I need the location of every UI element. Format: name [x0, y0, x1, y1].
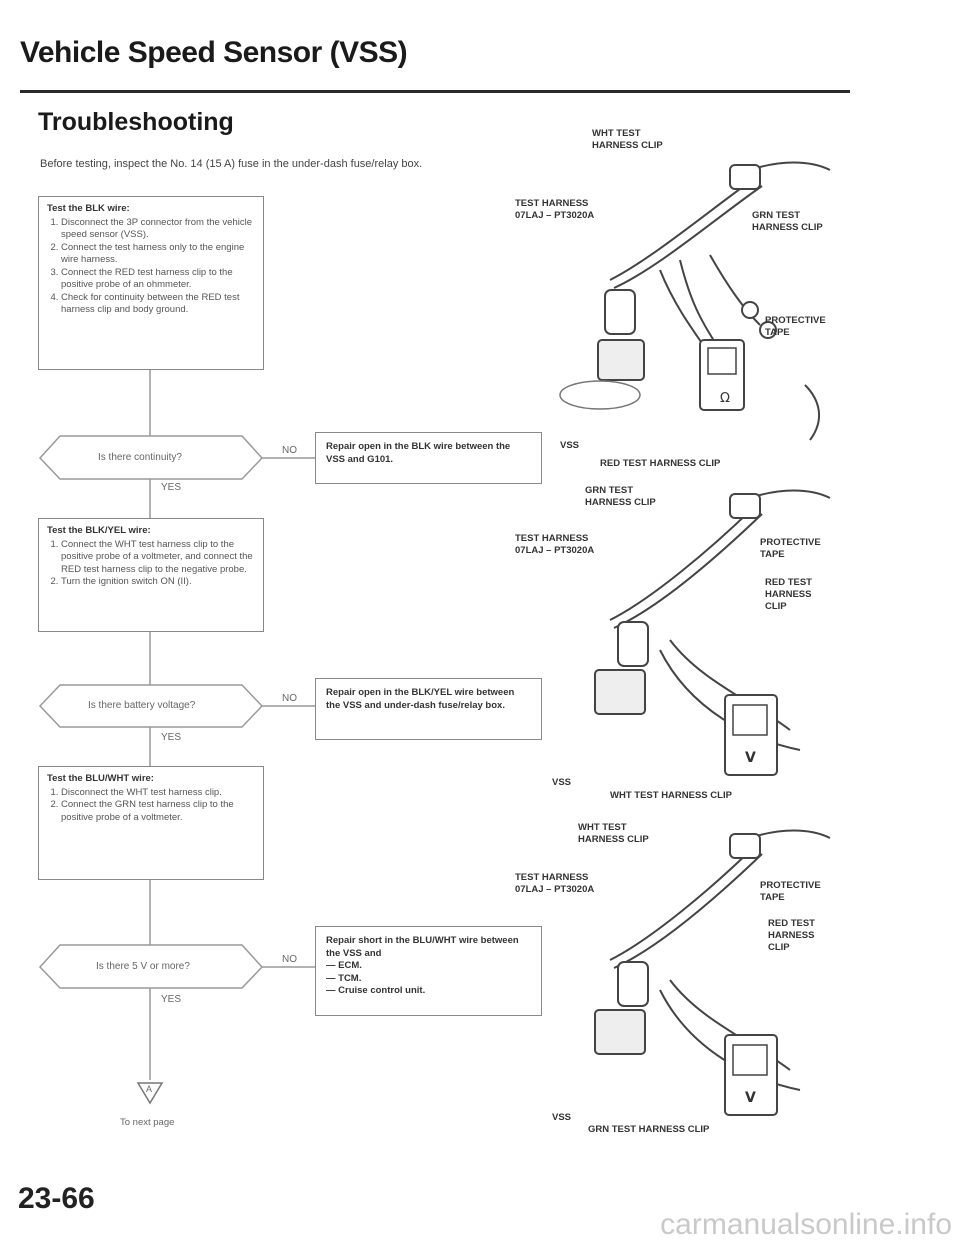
step-item: Turn the ignition switch ON (II). [61, 576, 255, 589]
repair-item: — Cruise control unit. [326, 985, 426, 996]
off-page-connector-label: A [146, 1084, 153, 1094]
figure-continuity-test: Ω [559, 161, 831, 441]
figure-label: RED TEST HARNESS CLIP [768, 918, 815, 953]
figure-label: GRN TEST HARNESS CLIP [585, 485, 656, 508]
svg-text:Ω: Ω [720, 391, 730, 406]
figure-label: GRN TEST HARNESS CLIP [588, 1124, 710, 1135]
repair-text: Repair open in the BLK wire between the … [326, 441, 511, 465]
figure-label: VSS [552, 1112, 572, 1123]
flowchart-lines [38, 370, 315, 1105]
step-item: Connect the WHT test harness clip to the… [61, 539, 255, 577]
figure-label: WHT TEST HARNESS CLIP [578, 822, 649, 845]
figure-label: TEST HARNESS 07LAJ – PT3020A [515, 533, 595, 556]
page-number: 23-66 [18, 1182, 95, 1215]
figure-label: VSS [560, 440, 580, 451]
repair-text: Repair open in the BLK/YEL wire between … [326, 687, 515, 711]
repair-text: Repair short in the BLU/WHT wire between… [326, 935, 519, 959]
figure-battery-voltage-test: V [594, 489, 831, 776]
figure-label: RED TEST HARNESS CLIP [600, 458, 721, 469]
figure-label: PROTECTIVE TAPE [765, 315, 826, 338]
section-title: Troubleshooting [38, 108, 234, 136]
step-item: Connect the test harness only to the eng… [61, 242, 255, 267]
figure-label: GRN TEST HARNESS CLIP [752, 210, 823, 233]
svg-text:V: V [745, 1090, 756, 1106]
figure-label: RED TEST HARNESS CLIP [765, 577, 812, 612]
figure-label: TEST HARNESS 07LAJ – PT3020A [515, 198, 595, 221]
decision-question: Is there 5 V or more? [96, 961, 190, 972]
step-test-blu-wht-wire: Test the BLU/WHT wire: Disconnect the WH… [38, 766, 264, 880]
decision-question: Is there battery voltage? [88, 700, 196, 711]
step-item: Connect the RED test harness clip to the… [61, 267, 255, 292]
watermark: carmanualsonline.info [660, 1208, 952, 1241]
decision-no: NO [282, 693, 297, 704]
intro-text: Before testing, inspect the No. 14 (15 A… [40, 158, 423, 170]
step-item: Check for continuity between the RED tes… [61, 292, 255, 317]
title-divider [20, 90, 850, 93]
figure-label: TEST HARNESS 07LAJ – PT3020A [515, 872, 595, 895]
off-page-connector [136, 1082, 164, 1105]
decision-yes: YES [161, 994, 182, 1005]
step-title: Test the BLU/WHT wire: [47, 773, 154, 784]
repair-blk-wire: Repair open in the BLK wire between the … [315, 432, 542, 484]
step-item: Connect the GRN test harness clip to the… [61, 799, 255, 824]
next-page-label: To next page [120, 1117, 175, 1128]
svg-text:V: V [745, 750, 756, 766]
repair-item: — ECM. [326, 960, 362, 971]
figure-label: PROTECTIVE TAPE [760, 880, 821, 903]
step-test-blk-yel-wire: Test the BLK/YEL wire: Connect the WHT t… [38, 518, 264, 632]
figure-5v-test: V [594, 829, 831, 1116]
step-item: Disconnect the 3P connector from the veh… [61, 217, 255, 242]
repair-blk-yel-wire: Repair open in the BLK/YEL wire between … [315, 678, 542, 740]
decision-no: NO [282, 954, 297, 965]
page-title: Vehicle Speed Sensor (VSS) [20, 36, 408, 69]
step-test-blk-wire: Test the BLK wire: Disconnect the 3P con… [38, 196, 264, 370]
figure-label: WHT TEST HARNESS CLIP [592, 128, 663, 151]
decision-yes: YES [161, 732, 182, 743]
step-title: Test the BLK wire: [47, 203, 130, 214]
figure-label: PROTECTIVE TAPE [760, 537, 821, 560]
step-title: Test the BLK/YEL wire: [47, 525, 151, 536]
figure-label: WHT TEST HARNESS CLIP [610, 790, 732, 801]
decision-no: NO [282, 445, 297, 456]
decision-yes: YES [161, 482, 182, 493]
figure-label: VSS [552, 777, 572, 788]
step-item: Disconnect the WHT test harness clip. [61, 787, 255, 800]
repair-blu-wht-wire: Repair short in the BLU/WHT wire between… [315, 926, 542, 1016]
decision-question: Is there continuity? [98, 452, 182, 463]
repair-item: — TCM. [326, 972, 362, 984]
